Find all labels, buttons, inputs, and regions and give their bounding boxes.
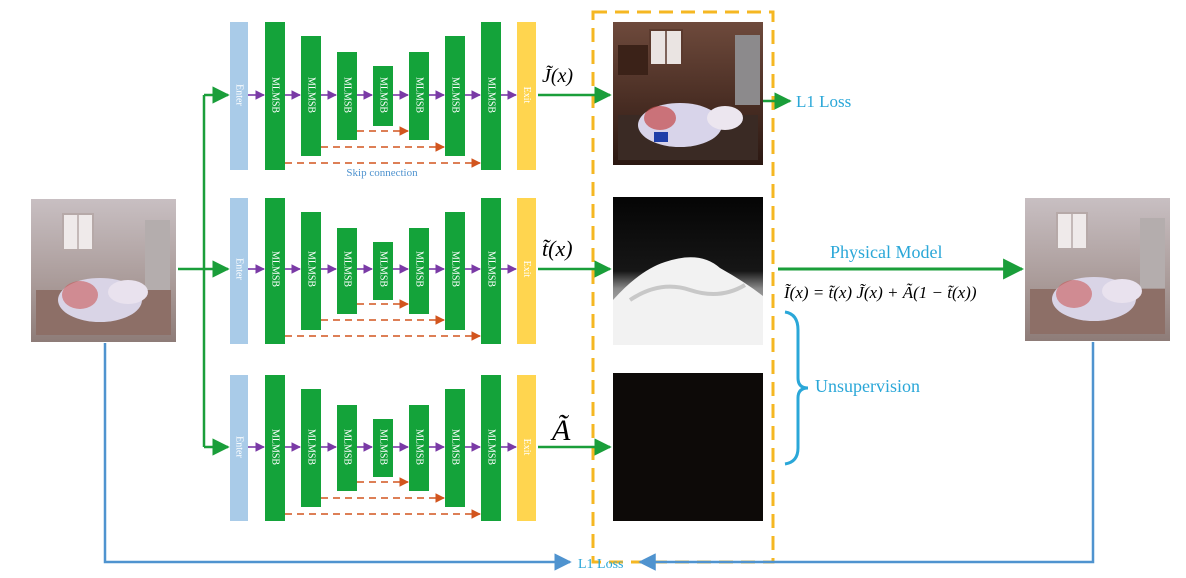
mlmsb-label: MLMSB <box>342 251 353 287</box>
unsupervision-brace <box>784 310 809 466</box>
mlmsb-label: MLMSB <box>450 77 461 113</box>
mlmsb-block <box>373 66 393 126</box>
mlmsb-block <box>409 52 429 140</box>
mlmsb-label: MLMSB <box>306 77 317 113</box>
mlmsb-block <box>301 212 321 330</box>
l1-loss-bottom-right-line <box>638 342 1095 571</box>
mlmsb-label: MLMSB <box>414 251 425 287</box>
input-image <box>31 199 176 342</box>
enter-label: Enter <box>234 258 245 280</box>
mlmsb-block <box>301 36 321 156</box>
skip-connection-label: Skip connection <box>346 167 418 179</box>
mlmsb-block <box>265 22 285 170</box>
j-output-image <box>613 22 763 165</box>
branch-row: Enter MLMSB MLMSB MLMSB MLMSB MLMSB MLMSB MLMSB… <box>230 22 536 179</box>
mlmsb-label: MLMSB <box>450 429 461 465</box>
exit-label: Exit <box>521 439 532 456</box>
a-symbol: Ã <box>550 414 571 447</box>
enter-block <box>230 22 248 170</box>
mlmsb-block <box>409 405 429 491</box>
mlmsb-label: MLMSB <box>486 429 497 465</box>
mlmsb-block <box>481 375 501 521</box>
l1-loss-bottom-label: L1 Loss <box>578 557 624 572</box>
mlmsb-block <box>301 389 321 507</box>
l1-loss-top-label: L1 Loss <box>796 92 851 111</box>
exit-block <box>517 375 536 521</box>
exit-block <box>517 198 536 344</box>
enter-block <box>230 375 248 521</box>
mlmsb-block <box>337 52 357 140</box>
branch-row: Enter MLMSB MLMSB MLMSB MLMSB MLMSB MLMSB MLMSB… <box>230 198 536 344</box>
l1-loss-bottom-left-line <box>103 343 572 571</box>
unsupervision-label: Unsupervision <box>815 376 920 396</box>
mlmsb-label: MLMSB <box>486 77 497 113</box>
mlmsb-label: MLMSB <box>378 251 389 287</box>
mlmsb-label: MLMSB <box>270 251 281 287</box>
mlmsb-label: MLMSB <box>270 77 281 113</box>
a-output-image <box>613 373 763 521</box>
exit-block <box>517 22 536 170</box>
mlmsb-block <box>445 212 465 330</box>
t-symbol: t̃(x) <box>542 236 573 261</box>
mlmsb-block <box>445 36 465 156</box>
mlmsb-block <box>337 405 357 491</box>
mlmsb-block <box>373 242 393 300</box>
mlmsb-label: MLMSB <box>450 251 461 287</box>
mlmsb-block <box>265 198 285 344</box>
equation: Ĩ(x) = t̃(x) J̃(x) + Ã(1 − t̃(x)) <box>783 283 977 302</box>
mlmsb-label: MLMSB <box>414 77 425 113</box>
mlmsb-label: MLMSB <box>414 429 425 465</box>
mlmsb-block <box>481 22 501 170</box>
mlmsb-label: MLMSB <box>306 429 317 465</box>
mlmsb-label: MLMSB <box>378 77 389 113</box>
mlmsb-block <box>409 228 429 314</box>
enter-label: Enter <box>234 436 245 458</box>
j-symbol: J̃(x) <box>542 64 573 87</box>
mlmsb-label: MLMSB <box>270 429 281 465</box>
mlmsb-block <box>445 389 465 507</box>
t-output-image <box>613 197 763 345</box>
exit-label: Exit <box>521 261 532 278</box>
mlmsb-label: MLMSB <box>342 77 353 113</box>
reconstructed-image <box>1025 198 1170 341</box>
branch-row: Enter MLMSB MLMSB MLMSB MLMSB MLMSB MLMSB MLMSB… <box>230 375 536 521</box>
mlmsb-block <box>265 375 285 521</box>
mlmsb-block <box>481 198 501 344</box>
enter-block <box>230 198 248 344</box>
mlmsb-block <box>373 419 393 477</box>
mlmsb-label: MLMSB <box>486 251 497 287</box>
enter-label: Enter <box>234 84 245 106</box>
exit-label: Exit <box>521 87 532 104</box>
mlmsb-block <box>337 228 357 314</box>
mlmsb-label: MLMSB <box>306 251 317 287</box>
mlmsb-label: MLMSB <box>342 429 353 465</box>
mlmsb-label: MLMSB <box>378 429 389 465</box>
physical-model-label: Physical Model <box>830 242 943 262</box>
